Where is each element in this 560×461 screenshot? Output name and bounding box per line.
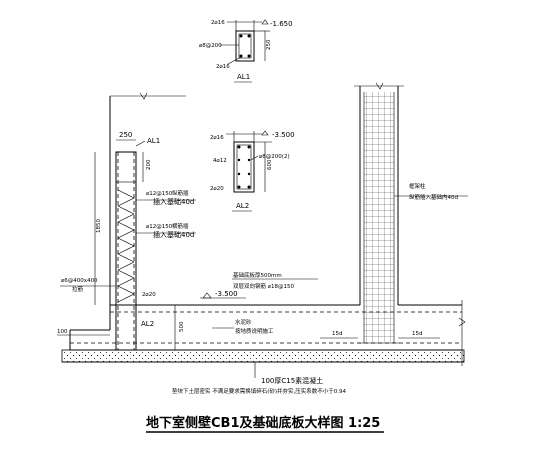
slab-rebar-note: 双层双向钢筋 ⌀18@150 bbox=[233, 282, 295, 290]
al2-section-detail: 2⌀16 -3.500 4⌀12 ⌀8@200(2) 600 2⌀20 AL2 bbox=[210, 130, 295, 212]
wall-tie-note: ⌀6@400x400 bbox=[61, 278, 98, 284]
wall-bottom-bars: 2⌀20 bbox=[142, 292, 156, 298]
al1-section-detail: 2⌀16 -1.650 250 ⌀8@200 2⌀16 AL1 bbox=[199, 19, 293, 83]
al2-dim-height: 600 bbox=[267, 159, 273, 170]
al1-stirrup-label: ⌀8@200 bbox=[199, 43, 222, 49]
wall-horiz-bar-2-desc: 横筋插 bbox=[172, 222, 189, 230]
foundation-slab: 500 -3.500 基础底板厚500mm 双层双向钢筋 ⌀18@150 水泥砂… bbox=[61, 271, 466, 395]
frame-column: 框架柱 纵筋插入基础内40d bbox=[354, 82, 468, 344]
slab-dim-thickness: 500 bbox=[179, 321, 185, 332]
wall-dim-al1-height: 200 bbox=[146, 159, 152, 170]
al1-elevation: -1.650 bbox=[270, 20, 293, 28]
drawing-title: 地下室侧壁CB1及基础底板大样图 1:25 bbox=[146, 415, 380, 431]
al2-section-outline bbox=[233, 141, 255, 193]
wall-horiz-bar-1-desc: 纵筋插 bbox=[172, 189, 189, 197]
al2-elevation-mark bbox=[261, 130, 269, 136]
cushion-note: 100厚C15素混凝土 bbox=[261, 376, 323, 385]
al2-elevation: -3.500 bbox=[272, 131, 295, 139]
basement-wall: 250 AL1 200 1850 ⌀12@150 纵筋插 插入基础40d ⌀12… bbox=[57, 92, 196, 351]
slab-bottom-note: 垫块下土层密实 不满足要求需换填碎石(砂)并夯实,压实系数不小于0.94 bbox=[172, 387, 347, 395]
al1-bottom-bars: 2⌀16 bbox=[216, 64, 230, 70]
wall-horiz-bar-1: ⌀12@150 bbox=[146, 191, 173, 197]
al2-side-bars: 4⌀12 bbox=[213, 158, 227, 164]
slab-15d-right: 15d bbox=[412, 331, 423, 337]
wall-al2-label: AL2 bbox=[141, 320, 154, 328]
al1-dim-height: 250 bbox=[266, 39, 272, 50]
column-rebar-cage bbox=[364, 92, 394, 342]
wall-body bbox=[115, 151, 137, 351]
al2-stirrup bbox=[236, 144, 252, 190]
slab-thickness-note: 基础底板厚500mm bbox=[233, 271, 282, 279]
wall-al1-label: AL1 bbox=[147, 137, 160, 145]
column-note-2: 纵筋插入基础内40d bbox=[409, 193, 458, 201]
wall-dim-height: 1850 bbox=[96, 219, 102, 233]
wall-tie-bars bbox=[117, 189, 135, 303]
wall-anchor-2: 插入基础40d bbox=[153, 230, 194, 239]
wall-al1-zone bbox=[115, 151, 137, 183]
al1-stirrup bbox=[238, 33, 252, 59]
al1-elevation-mark bbox=[261, 19, 269, 25]
slab-elevation-mark bbox=[202, 292, 212, 299]
wall-anchor-1: 插入基础40d bbox=[153, 197, 194, 206]
slab-waterproof-1: 水泥砂 bbox=[235, 318, 252, 326]
al2-top-bars: 2⌀16 bbox=[210, 135, 224, 141]
wall-dim-width: 250 bbox=[119, 131, 132, 139]
wall-horiz-bar-2: ⌀12@150 bbox=[146, 224, 173, 230]
al1-section-outline bbox=[235, 30, 255, 62]
al1-top-bars: 2⌀16 bbox=[211, 20, 225, 26]
slab-elevation: -3.500 bbox=[215, 290, 238, 298]
al2-section-label: AL2 bbox=[236, 202, 249, 210]
slab-15d-left: 15d bbox=[332, 331, 343, 337]
al2-bottom-bars: 2⌀20 bbox=[210, 186, 224, 192]
wall-dim-bottom: 100 bbox=[57, 329, 68, 335]
column-note-1: 框架柱 bbox=[409, 182, 426, 190]
al1-section-label: AL1 bbox=[237, 73, 250, 81]
cushion-layer bbox=[61, 349, 465, 363]
wall-tie-desc: 拉筋 bbox=[72, 285, 84, 293]
slab-waterproof-2: 按地质说明施工 bbox=[235, 327, 274, 335]
al2-stirrup-label: ⌀8@200(2) bbox=[259, 154, 290, 160]
